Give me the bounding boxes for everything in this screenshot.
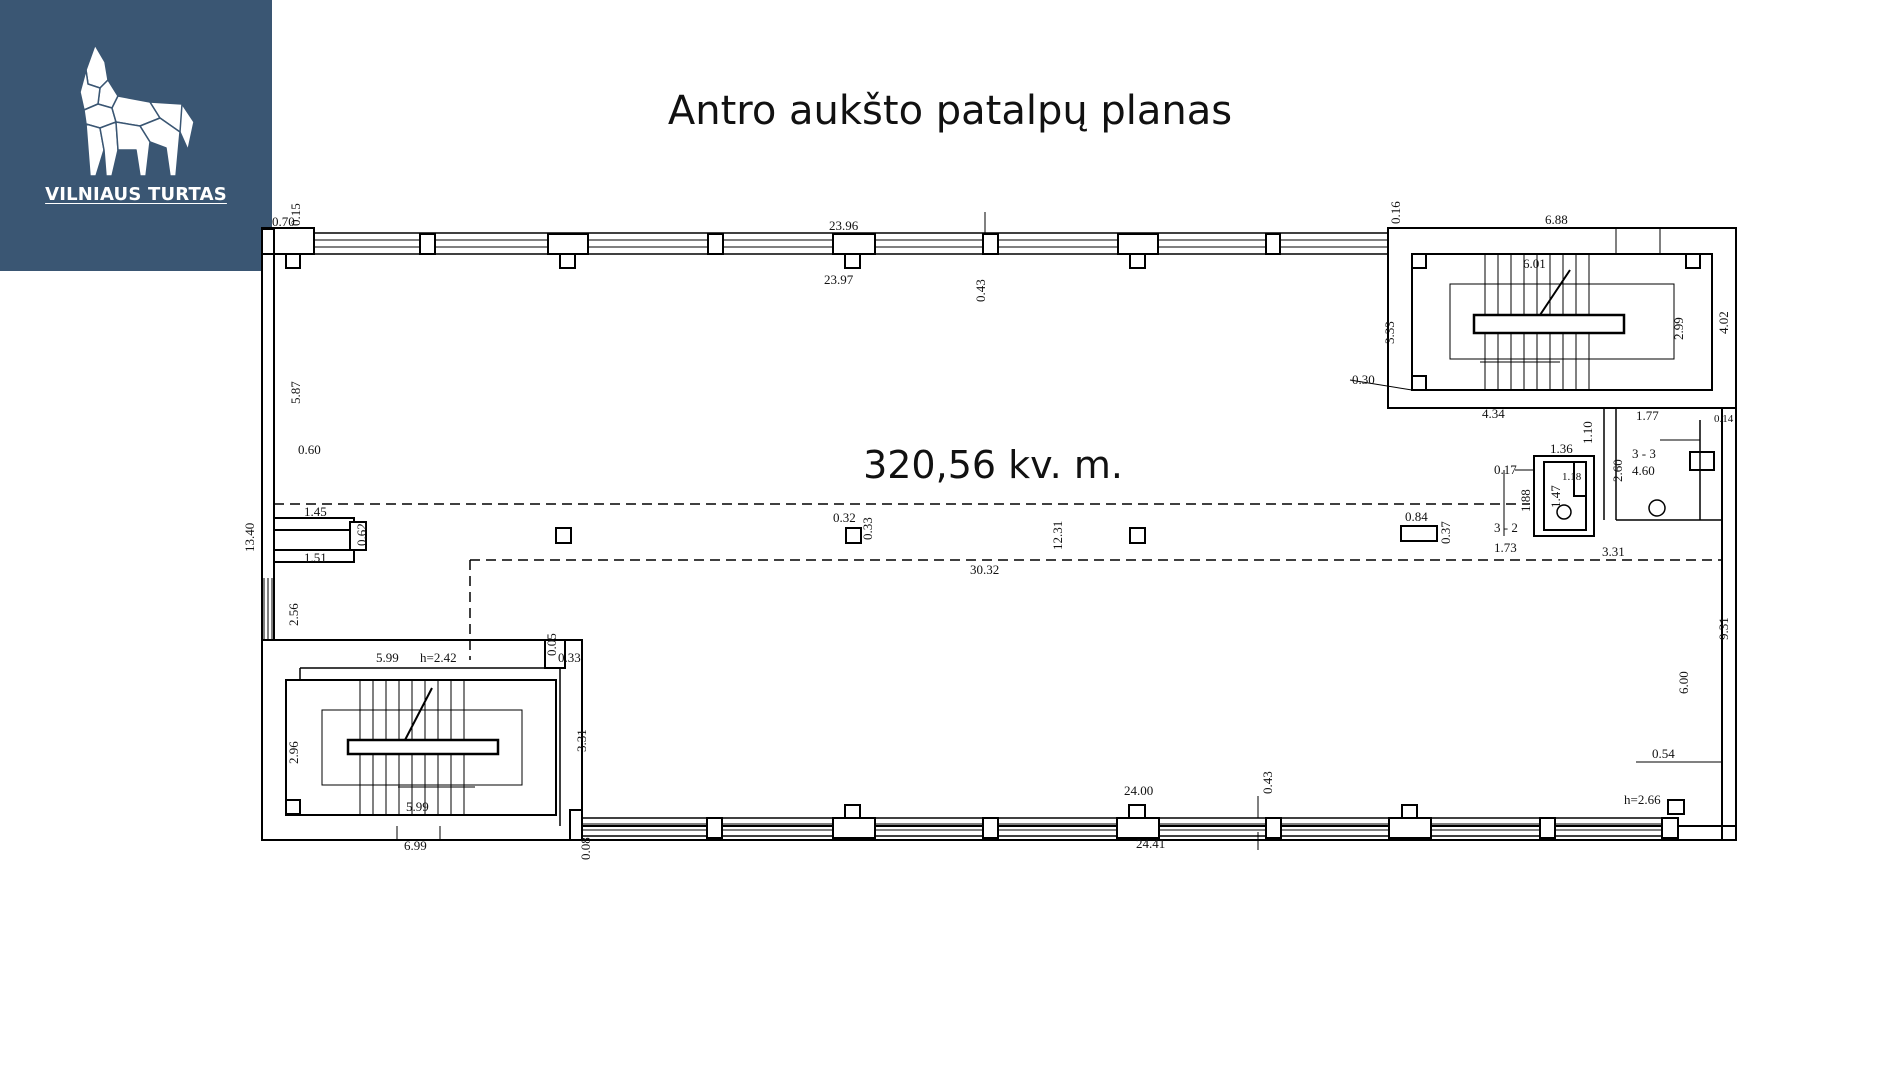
- dim-5-99-bottom: 5.99: [406, 799, 429, 814]
- dim-0-30: 0.30: [1352, 372, 1375, 387]
- dim-2-56: 2.56: [286, 603, 301, 626]
- dim-30-32: 30.32: [970, 562, 999, 577]
- dim-5-99-top: 5.99: [376, 650, 399, 665]
- dim-top-0-43: 0.43: [973, 279, 988, 302]
- dim-0-16: 0.16: [1388, 201, 1403, 224]
- area-label: 320,56 kv. m.: [863, 443, 1123, 487]
- dim-6-00: 6.00: [1676, 671, 1691, 694]
- dim-23-97: 23.97: [824, 272, 854, 287]
- dim-1-10: 1.10: [1580, 421, 1595, 444]
- dim-0-70: 0.70: [272, 214, 295, 229]
- dim-1-47: 1.47: [1548, 485, 1563, 508]
- dim-6-99: 6.99: [404, 838, 427, 853]
- dim-6-01: 6.01: [1523, 256, 1546, 271]
- dim-4-34: 4.34: [1482, 406, 1505, 421]
- dim-12-31: 12.31: [1050, 521, 1065, 550]
- dim-3-2: 3 - 2: [1494, 520, 1518, 535]
- dim-0-14: 0.14: [1714, 413, 1734, 425]
- dim-3-31-bl: 3.31: [574, 729, 589, 752]
- dim-1-73: 1.73: [1494, 540, 1517, 555]
- dim-0-54: 0.54: [1652, 746, 1675, 761]
- dim-13-40: 13.40: [242, 523, 257, 552]
- wolf-icon: [79, 44, 195, 177]
- dim-0-84: 0.84: [1405, 509, 1428, 524]
- dim-24-41: 24.41: [1136, 836, 1165, 851]
- dim-0-33: 0.33: [860, 517, 875, 540]
- dim-2-60: 2.60: [1610, 459, 1625, 482]
- dim-1-18: 1.18: [1562, 471, 1582, 483]
- dim-h-2-66: h=2.66: [1624, 792, 1661, 807]
- dim-24-00: 24.00: [1124, 783, 1153, 798]
- page-title: Antro aukšto patalpų planas: [667, 88, 1233, 134]
- dim-5-87: 5.87: [288, 381, 303, 404]
- dim-3-33: 3.33: [1382, 321, 1397, 344]
- dim-23-96: 23.96: [829, 218, 859, 233]
- dim-0-15: 0.15: [288, 203, 303, 226]
- dim-0-33-bl: 0.33: [558, 650, 581, 665]
- dim-1-51: 1.51: [304, 550, 327, 565]
- dim-h-2-42: h=2.42: [420, 650, 457, 665]
- dim-2-99: 2.99: [1671, 317, 1686, 340]
- dim-0-60: 0.60: [298, 442, 321, 457]
- brand-logo-panel: VILNIAUS TURTAS: [0, 0, 272, 271]
- dim-1-36: 1.36: [1550, 441, 1573, 456]
- brand-name: VILNIAUS TURTAS: [45, 184, 227, 205]
- dim-1-88: 1.88: [1518, 489, 1533, 512]
- dim-6-88: 6.88: [1545, 212, 1568, 227]
- dim-4-60: 4.60: [1632, 463, 1655, 478]
- dim-0-08: 0.08: [578, 837, 593, 860]
- dim-1-45: 1.45: [304, 504, 327, 519]
- dim-0-37: 0.37: [1438, 521, 1453, 544]
- dim-1-77: 1.77: [1636, 408, 1659, 423]
- dim-0-32: 0.32: [833, 510, 856, 525]
- dim-3-3: 3 - 3: [1632, 446, 1656, 461]
- stair-top-right: [1387, 227, 1737, 409]
- dim-bottom-0-43: 0.43: [1260, 771, 1275, 794]
- dim-3-31-right: 3.31: [1602, 544, 1625, 559]
- wc-block: [1533, 408, 1722, 537]
- dim-0-05: 0.05: [544, 633, 559, 656]
- stair-bottom-left: [359, 680, 475, 815]
- dim-2-96: 2.96: [286, 741, 301, 764]
- dim-4-02: 4.02: [1716, 311, 1731, 334]
- dim-0-17: 0.17: [1494, 462, 1517, 477]
- dim-0-62: 0.62: [354, 523, 369, 546]
- dim-9-31: 9.31: [1716, 617, 1731, 640]
